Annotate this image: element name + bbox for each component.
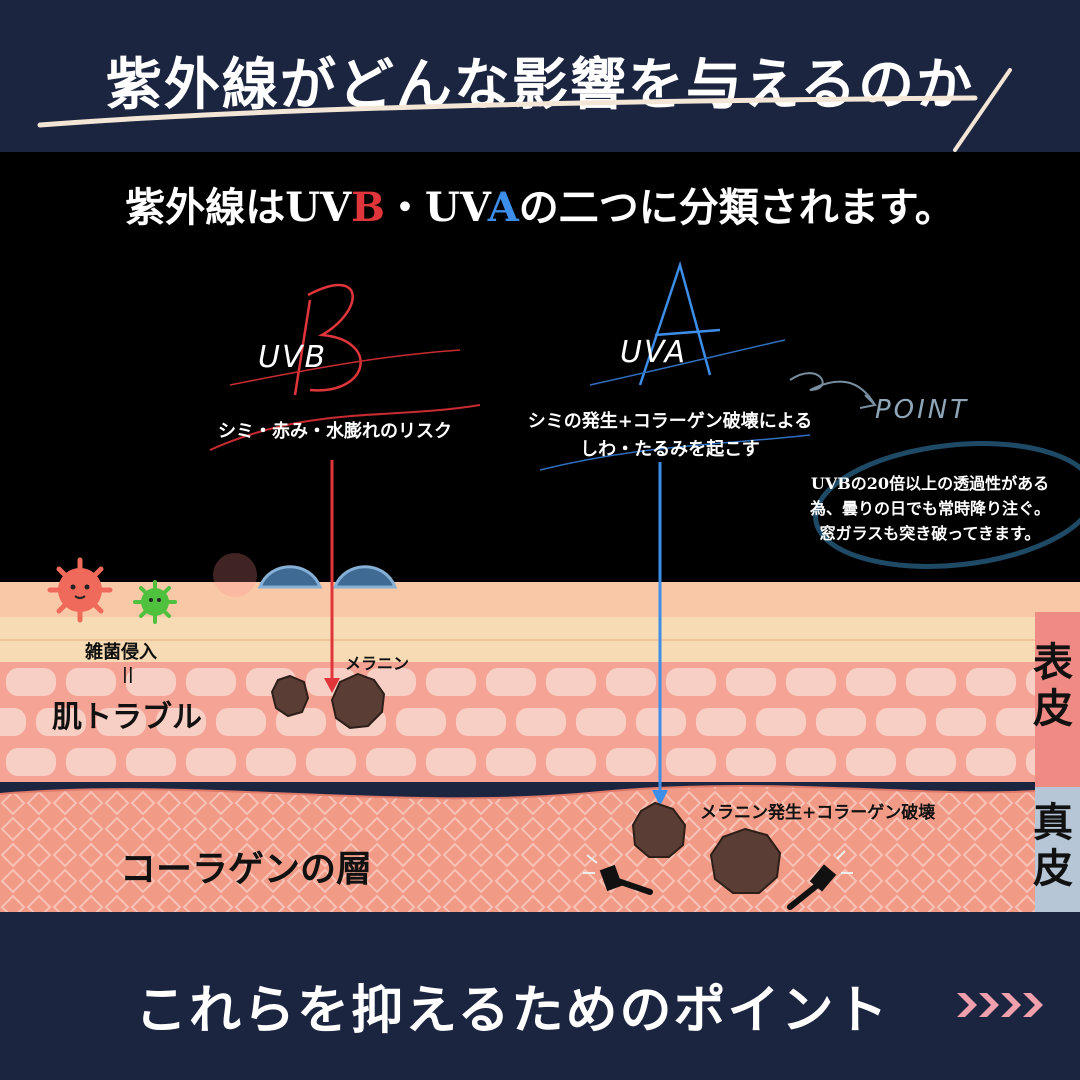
uvb-label: UVB [258,340,328,375]
uvb-scribble [209,283,481,451]
cta-text[interactable]: これらを抑えるためのポイント [135,980,890,1041]
uva-arrow [652,462,668,806]
point-label: POINT [875,395,970,425]
uva-scribble [539,260,811,471]
header-band [0,0,1080,152]
footer-band [0,912,1080,1080]
uvb-arrow [324,460,340,693]
dermis-label: 真 皮 [1033,799,1073,892]
skin-pores [213,553,398,597]
title-underline [37,68,1012,152]
point-note: UVBの20倍以上の透過性がある 為、曇りの日でも常時降り注ぐ。 窓ガラスも突き… [809,474,1050,543]
epidermis-label: 表 皮 [1033,639,1073,732]
skin-trouble-label: 肌トラブル [52,700,202,735]
uva-letter: A [487,184,519,231]
uvb-letter: B [351,184,385,231]
uvb-note: シミ・赤み・水膨れのリスク [218,421,452,442]
skin-cross-section [0,582,1080,912]
diagram-stage [0,152,1080,582]
skin-layers [0,582,1080,912]
point-decoration [789,372,1080,569]
melanin-collagen-label: メラニン発生+コラーゲン破壊 [700,803,936,823]
subtitle: 紫外線はUVB・UVAの二つに分類されます。 [125,184,955,231]
equals-mark: || [122,664,134,683]
chevron-right-icon[interactable] [955,985,1050,1025]
melanin-collagen-damage-icon [583,801,853,910]
melanin-label: メラニン [345,654,410,673]
uva-label: UVA [620,335,687,370]
germ-icon [47,557,177,624]
page-title: 紫外線がどんな影響を与えるのか [105,52,975,118]
melanin-icon [270,672,386,730]
collagen-layer-label: コーラゲンの層 [120,848,373,890]
uva-note: シミの発生+コラーゲン破壊による しわ・たるみを起こす [527,411,813,460]
germ-label: 雑菌侵入 [85,642,157,663]
